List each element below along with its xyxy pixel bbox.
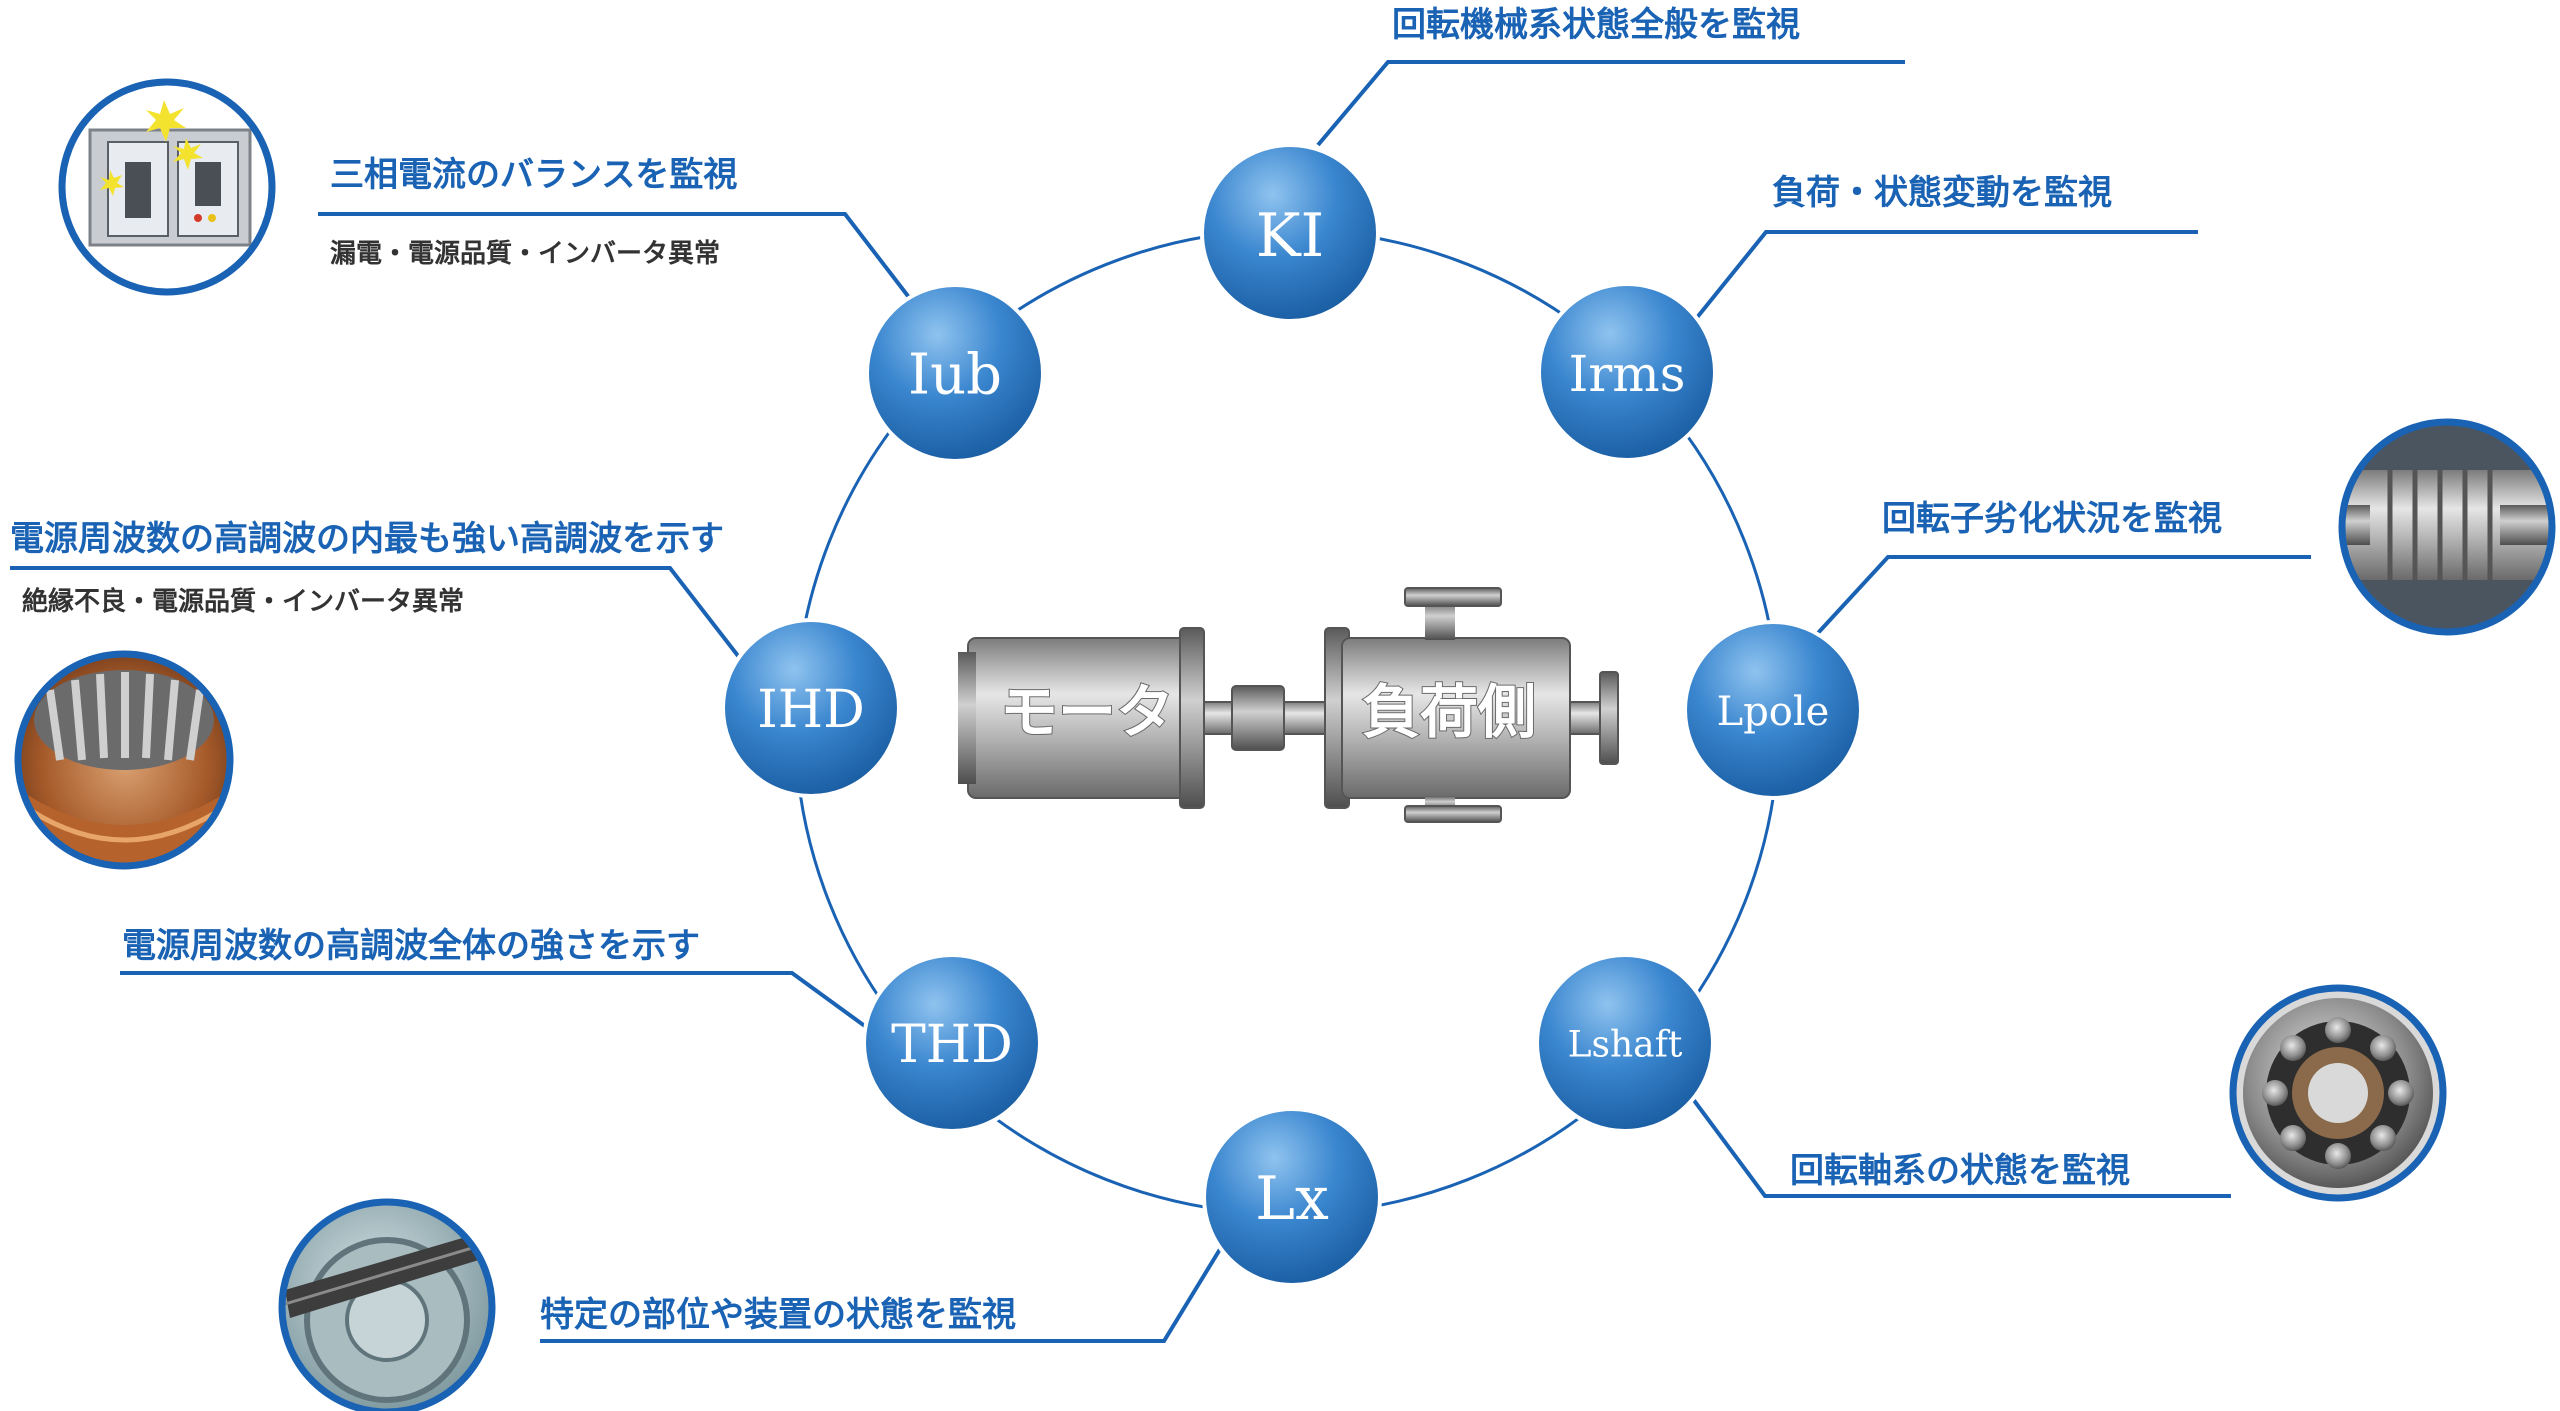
node-Lx: Lx bbox=[1202, 1107, 1382, 1287]
callout-THD-title: 電源周波数の高調波全体の強さを示す bbox=[122, 926, 700, 966]
node-Lshaft: Lshaft bbox=[1535, 953, 1715, 1133]
callout-Lx-title: 特定の部位や装置の状態を監視 bbox=[540, 1295, 1016, 1335]
node-Irms: Irms bbox=[1537, 282, 1717, 462]
callout-Iub-title: 三相電流のバランスを監視 bbox=[330, 155, 737, 195]
callout-Iub-subtitle: 漏電・電源品質・インバータ異常 bbox=[330, 239, 720, 269]
motor-load-machine: モータ 負荷側 bbox=[958, 587, 1619, 823]
node-Lpole-label: Lpole bbox=[1717, 689, 1830, 735]
rotor-photo-icon bbox=[2338, 418, 2556, 636]
leader-THD bbox=[120, 971, 875, 1034]
node-THD: THD bbox=[862, 953, 1042, 1133]
callouts: 回転機械系状態全般を監視 負荷・状態変動を監視 回転子劣化状況を監視 回転軸系の… bbox=[10, 5, 2222, 1335]
leader-Iub bbox=[318, 212, 913, 302]
node-Lx-label: Lx bbox=[1255, 1164, 1329, 1234]
node-KI: KI bbox=[1200, 143, 1380, 323]
leader-KI bbox=[1316, 60, 1905, 147]
bearing-photo-icon bbox=[2229, 984, 2447, 1202]
leader-lines bbox=[10, 60, 2311, 1343]
node-Irms-label: Irms bbox=[1569, 345, 1686, 403]
node-Lshaft-label: Lshaft bbox=[1568, 1025, 1683, 1066]
node-IHD-label: IHD bbox=[757, 680, 865, 740]
callout-Irms-title: 負荷・状態変動を監視 bbox=[1772, 173, 2112, 213]
leader-IHD bbox=[10, 566, 744, 663]
node-THD-label: THD bbox=[891, 1015, 1013, 1075]
callout-Lshaft-title: 回転軸系の状態を監視 bbox=[1790, 1151, 2130, 1191]
coupling bbox=[1231, 685, 1285, 751]
callout-IHD-title: 電源周波数の高調波の内最も強い高調波を示す bbox=[10, 519, 724, 559]
leader-Lshaft bbox=[1688, 1093, 2231, 1198]
breaker-panel-icon bbox=[58, 78, 276, 296]
motor-label: モータ bbox=[1000, 678, 1174, 746]
node-KI-label: KI bbox=[1256, 201, 1325, 271]
load-label: 負荷側 bbox=[1362, 678, 1536, 746]
leader-Lpole bbox=[1816, 555, 2311, 635]
callout-IHD-subtitle: 絶縁不良・電源品質・インバータ異常 bbox=[22, 586, 464, 617]
node-IHD: IHD bbox=[721, 618, 901, 798]
callout-Lpole-title: 回転子劣化状況を監視 bbox=[1882, 499, 2222, 539]
stator-coil-photo-icon bbox=[14, 650, 234, 870]
node-Lpole: Lpole bbox=[1683, 620, 1863, 800]
node-Iub: Iub bbox=[865, 283, 1045, 463]
leader-Lx bbox=[540, 1239, 1227, 1343]
node-Iub-label: Iub bbox=[908, 343, 1002, 408]
belt-pulley-photo-icon bbox=[278, 1198, 496, 1411]
callout-KI-title: 回転機械系状態全般を監視 bbox=[1392, 5, 1800, 45]
leader-Irms bbox=[1693, 230, 2198, 322]
